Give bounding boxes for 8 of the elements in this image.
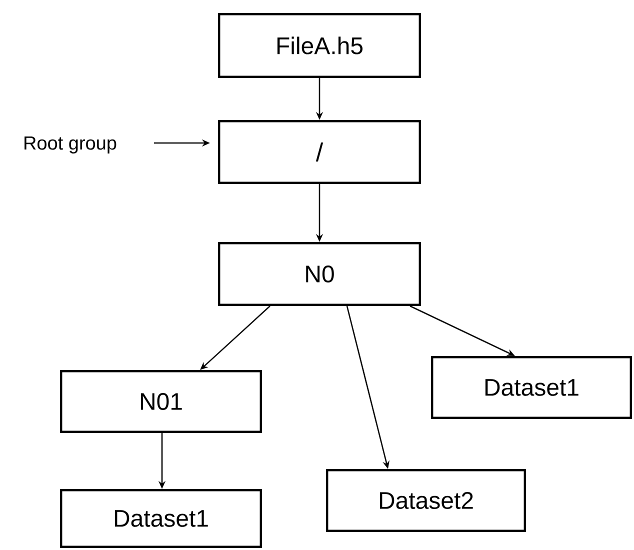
annotation-text: Root group [24, 136, 116, 154]
node-box: N0 [218, 242, 421, 306]
node-box: Dataset1 [431, 356, 632, 419]
node-box: / [218, 120, 421, 184]
node-box: N01 [60, 370, 262, 433]
node-box: FileA.h5 [218, 13, 421, 78]
node-box: Dataset2 [326, 469, 526, 532]
node-box: Dataset1 [60, 489, 262, 548]
